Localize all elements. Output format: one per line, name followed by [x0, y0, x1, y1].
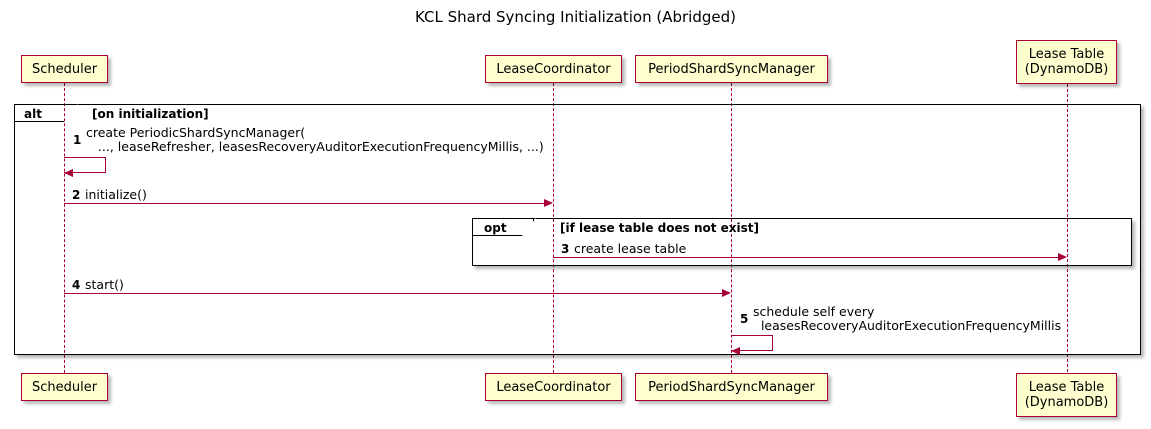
- message-3-label: create lease table: [574, 241, 687, 256]
- message-5-label-line1: schedule self every: [753, 304, 875, 319]
- message-5-number: 5: [740, 312, 749, 326]
- frame-alt-tab-corner: [64, 104, 78, 122]
- message-2-arrowhead: [544, 199, 553, 207]
- participant-leasecoordinator-top[interactable]: LeaseCoordinator: [485, 55, 622, 83]
- participant-label: Lease Table (DynamoDB): [1024, 47, 1109, 77]
- message-2-number: 2: [72, 188, 81, 202]
- participant-label: LeaseCoordinator: [496, 61, 611, 77]
- frame-alt-condition: [on initialization]: [92, 107, 209, 121]
- lifeline-leasecoordinator: [553, 83, 554, 373]
- message-1-selfcall-loop: [64, 157, 106, 173]
- participant-leasetable-bottom[interactable]: Lease Table (DynamoDB): [1016, 373, 1117, 417]
- message-1-label-line1: create PeriodicShardSyncManager(: [86, 125, 306, 140]
- message-4-arrowhead: [722, 289, 731, 297]
- frame-alt: [14, 104, 1141, 355]
- participant-label: PeriodShardSyncManager: [648, 379, 815, 395]
- participant-periodshardsyncmanager-bottom[interactable]: PeriodShardSyncManager: [635, 373, 828, 401]
- frame-alt-label: alt: [24, 107, 42, 121]
- participant-label: PeriodShardSyncManager: [648, 61, 815, 77]
- participant-label: Scheduler: [31, 379, 98, 395]
- message-4-line: [64, 293, 724, 294]
- message-1-arrowhead: [64, 169, 73, 177]
- participant-label: Lease Table (DynamoDB): [1024, 380, 1109, 410]
- frame-opt-tab-corner: [522, 218, 536, 236]
- message-2-line: [64, 203, 546, 204]
- message-1-label-line2: ..., leaseRefresher, leasesRecoveryAudit…: [86, 139, 544, 154]
- lifeline-scheduler: [64, 83, 65, 373]
- frame-opt-label: opt: [484, 221, 507, 235]
- participant-periodshardsyncmanager-top[interactable]: PeriodShardSyncManager: [635, 55, 828, 83]
- message-4-number: 4: [72, 278, 81, 292]
- message-3-number: 3: [561, 242, 570, 256]
- participant-label: Scheduler: [31, 61, 98, 77]
- participant-leasecoordinator-bottom[interactable]: LeaseCoordinator: [485, 373, 622, 401]
- frame-opt: [472, 218, 1132, 266]
- message-5-label-line2: leasesRecoveryAuditorExecutionFrequencyM…: [753, 318, 1062, 333]
- frame-opt-condition: [if lease table does not exist]: [560, 221, 760, 235]
- lifeline-leasetable: [1067, 84, 1068, 372]
- message-1-number: 1: [73, 133, 82, 147]
- participant-scheduler-bottom[interactable]: Scheduler: [21, 373, 108, 401]
- message-3-line: [553, 257, 1060, 258]
- message-2-label: initialize(): [85, 187, 147, 202]
- message-5-selfcall-loop: [731, 335, 773, 351]
- message-3-arrowhead: [1058, 253, 1067, 261]
- participant-leasetable-top[interactable]: Lease Table (DynamoDB): [1016, 40, 1117, 84]
- participant-scheduler-top[interactable]: Scheduler: [21, 55, 108, 83]
- lifeline-periodshardsyncmanager: [731, 83, 732, 373]
- message-4-label: start(): [85, 277, 124, 292]
- diagram-title: KCL Shard Syncing Initialization (Abridg…: [415, 8, 736, 26]
- participant-label: LeaseCoordinator: [496, 379, 611, 395]
- message-5-arrowhead: [731, 347, 740, 355]
